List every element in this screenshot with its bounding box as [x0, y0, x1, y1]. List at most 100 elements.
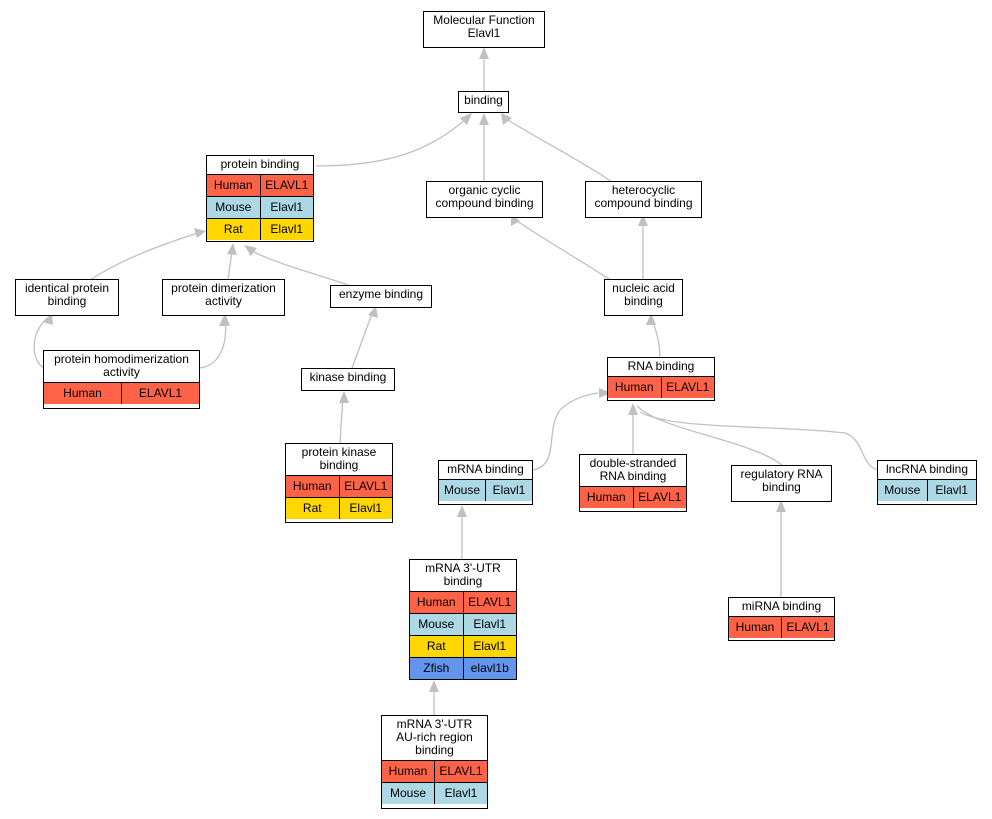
species-row-human: Human ELAVL1 [207, 174, 313, 196]
species-row-zfish: Zfish elavl1b [410, 657, 516, 679]
node-title: binding [464, 93, 503, 107]
gene-symbol[interactable]: Elavl1 [338, 498, 393, 519]
node-title: protein binding [220, 157, 300, 171]
gene-symbol[interactable]: ELAVL1 [121, 383, 199, 404]
gene-symbol[interactable]: ELAVL1 [434, 761, 487, 782]
arrowhead [457, 505, 467, 517]
node-title: mRNA binding [447, 462, 524, 476]
node-title: lncRNA binding [885, 462, 969, 476]
gene-symbol[interactable]: Elavl1 [926, 480, 977, 501]
species-label: Human [213, 178, 253, 192]
gene-symbol[interactable]: elavl1b [462, 658, 517, 679]
arrowhead [244, 245, 257, 256]
node-organic-cyclic[interactable]: organic cyclic compound binding [426, 181, 543, 218]
node-regulatory-rna[interactable]: regulatory RNA binding [731, 465, 832, 502]
gene-symbol[interactable]: ELAVL1 [462, 592, 517, 613]
node-title: mRNA 3'-UTR binding [425, 561, 501, 588]
node-nucleic-acid[interactable]: nucleic acid binding [604, 279, 683, 316]
gene-symbol[interactable]: ELAVL1 [660, 377, 715, 398]
node-binding[interactable]: binding [458, 91, 509, 113]
gene-symbol[interactable]: Elavl1 [485, 480, 532, 501]
node-title: identical protein binding [24, 281, 110, 308]
species-label: Mouse [884, 483, 921, 497]
gene-symbol[interactable]: Elavl1 [462, 636, 517, 657]
species-label: Human [63, 386, 102, 400]
node-title: organic cyclic compound binding [435, 183, 534, 210]
species-label: Human [292, 479, 332, 493]
species-label: Mouse [418, 617, 455, 631]
gene-symbol[interactable]: Elavl1 [259, 219, 314, 240]
arrowhead [339, 391, 349, 403]
node-title: miRNA binding [741, 599, 822, 613]
species-label: Human [586, 490, 626, 504]
edge-protein-binding-binding [315, 118, 467, 167]
species-label: Human [614, 380, 654, 394]
node-title: mRNA 3'-UTR AU-rich region binding [396, 717, 473, 757]
edge-nucleic-organic [513, 218, 613, 282]
arrowhead [479, 47, 489, 59]
node-title: enzyme binding [338, 287, 424, 301]
node-title: kinase binding [309, 370, 387, 384]
species-row-human: Human ELAVL1 [410, 591, 516, 613]
arrowhead [479, 113, 489, 125]
edge-identical-protein [89, 232, 199, 281]
species-row-human: Human ELAVL1 [580, 486, 686, 508]
species-label: Zfish [423, 661, 450, 675]
gene-symbol[interactable]: ELAVL1 [259, 175, 314, 196]
gene-symbol[interactable]: ELAVL1 [632, 487, 687, 508]
gene-symbol[interactable]: ELAVL1 [781, 617, 834, 638]
arrowhead [646, 313, 656, 325]
node-enzyme-binding[interactable]: enzyme binding [330, 285, 432, 308]
node-title: double-stranded RNA binding [589, 456, 677, 483]
gene-symbol[interactable]: ELAVL1 [338, 476, 393, 497]
node-kinase-binding[interactable]: kinase binding [301, 368, 395, 391]
species-row-mouse: Mouse Elavl1 [878, 479, 976, 501]
arrowhead [219, 313, 230, 326]
species-label: Mouse [389, 786, 427, 800]
node-root[interactable]: Molecular Function Elavl1 [423, 11, 545, 48]
edge-kinase-enzyme [351, 310, 374, 369]
species-label: Human [388, 764, 428, 778]
species-label: Human [735, 620, 775, 634]
species-row-mouse: Mouse Elavl1 [410, 613, 516, 635]
edge-lncrna-rna [639, 411, 879, 471]
node-identical-protein[interactable]: identical protein binding [15, 279, 119, 316]
arrowhead [194, 228, 206, 238]
gene-symbol[interactable]: Elavl1 [259, 197, 314, 218]
species-row-human: Human ELAVL1 [729, 616, 834, 638]
gene-symbol[interactable]: Elavl1 [434, 783, 487, 804]
arrowhead [628, 403, 638, 415]
node-protein-dimerization[interactable]: protein dimerization activity [162, 279, 285, 316]
species-label: Human [416, 595, 456, 609]
node-title: protein homodimerization activity [54, 352, 189, 379]
gene-symbol[interactable]: Elavl1 [462, 614, 517, 635]
arrowhead [460, 113, 472, 125]
species-label: Rat [426, 639, 446, 653]
node-title: regulatory RNA binding [740, 467, 823, 494]
arrowhead [638, 214, 648, 226]
arrowhead [599, 388, 611, 398]
arrowhead [43, 313, 53, 325]
node-title: heterocyclic compound binding [594, 183, 693, 210]
arrowhead [227, 243, 237, 255]
node-title: RNA binding [627, 359, 695, 373]
arrowhead [429, 680, 439, 692]
species-row-human: Human ELAVL1 [44, 382, 199, 404]
species-label: Mouse [215, 200, 252, 214]
node-heterocyclic[interactable]: heterocyclic compound binding [585, 181, 702, 218]
species-row-human: Human ELAVL1 [286, 475, 392, 497]
node-title: nucleic acid binding [612, 281, 675, 308]
